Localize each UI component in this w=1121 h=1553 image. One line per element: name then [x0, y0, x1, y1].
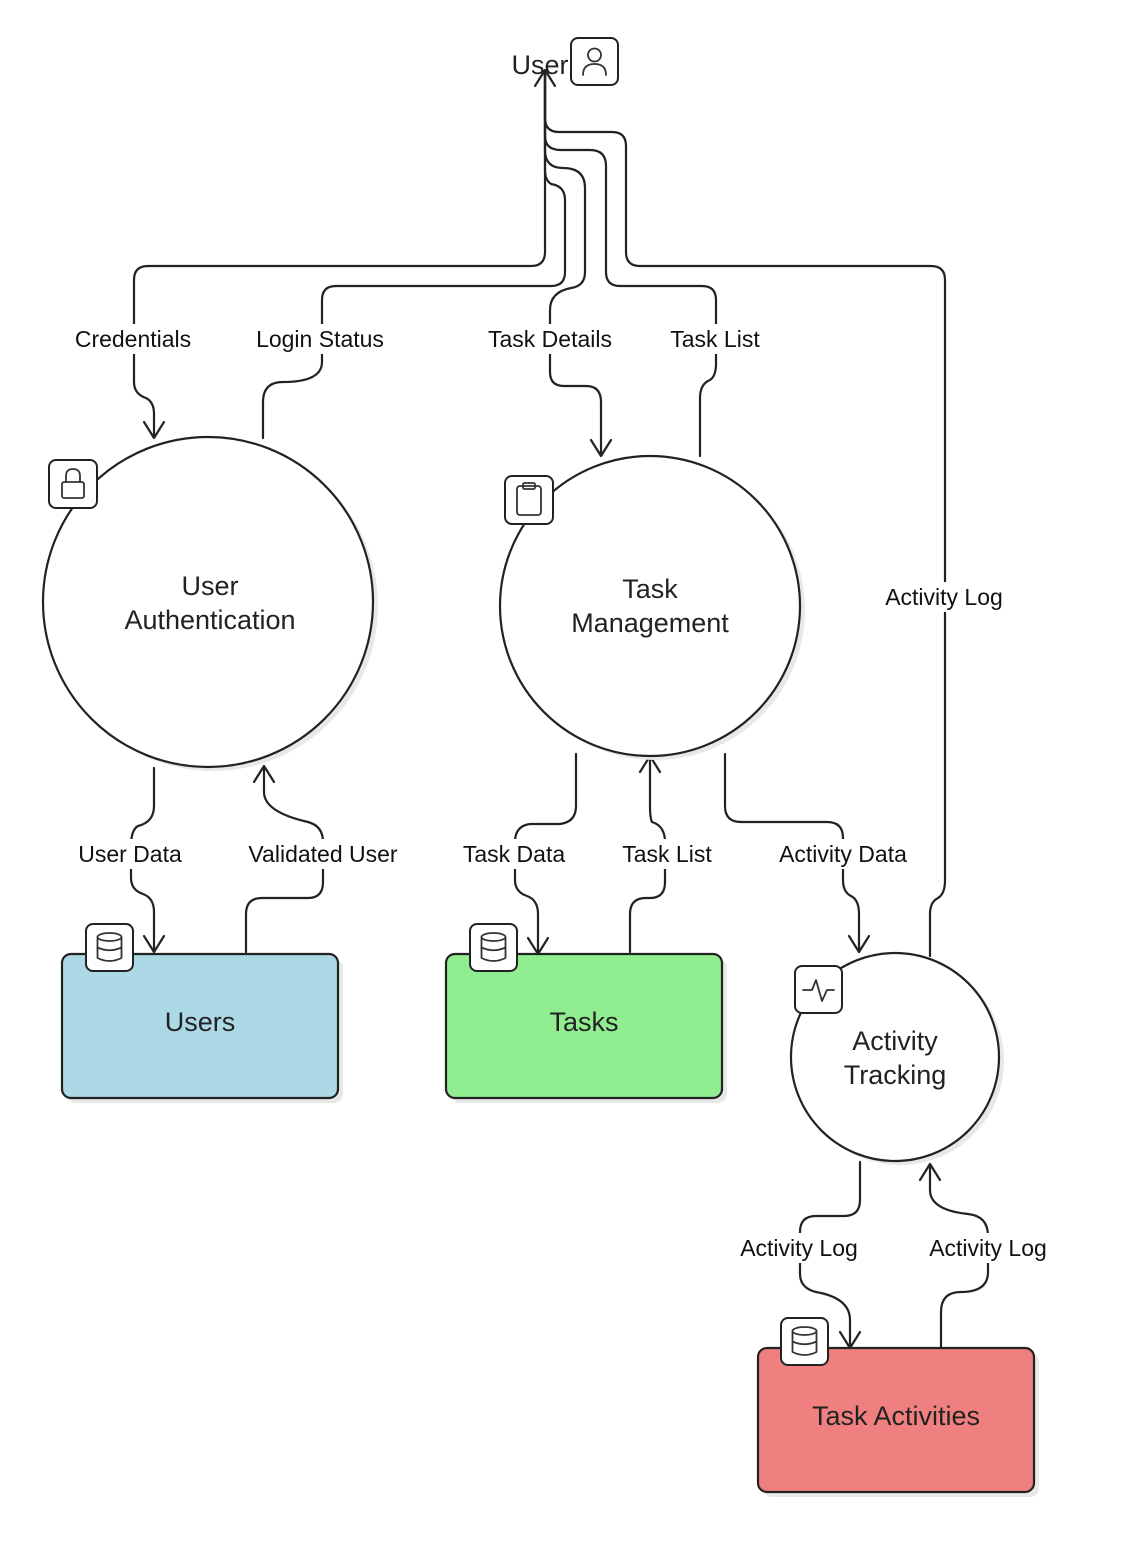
flow-label-activity-log-user: Activity Log	[885, 584, 1003, 610]
edge-activity-data	[723, 752, 861, 952]
process-label-line-1: User	[181, 571, 238, 601]
data-store-label: Users	[165, 1007, 236, 1037]
data-store-users[interactable]: Users	[60, 923, 343, 1103]
flow-label-validated-user: Validated User	[248, 841, 397, 867]
flow-label-activity-log-back: Activity Log	[929, 1235, 1047, 1261]
arrowhead-user-data	[142, 934, 166, 954]
external-entity-user[interactable]: User	[511, 37, 619, 86]
flow-label-task-list-store: Task List	[622, 841, 712, 867]
flow-label-activity-log-store: Activity Log	[740, 1235, 858, 1261]
edge-task-list-store	[628, 754, 667, 954]
process-user-authentication[interactable]: User Authentication	[41, 435, 378, 771]
clipboard-icon	[504, 475, 554, 525]
flow-label-login-status: Login Status	[256, 326, 384, 352]
data-store-tasks[interactable]: Tasks	[444, 923, 727, 1103]
arrowhead-credentials	[142, 420, 166, 440]
process-activity-tracking[interactable]: Activity Tracking	[789, 951, 1004, 1165]
edge-login-status	[261, 70, 567, 440]
process-label-line-1: Activity	[852, 1026, 938, 1056]
edge-activity-log-store	[798, 1160, 862, 1348]
flow-label-task-list-user: Task List	[670, 326, 760, 352]
arrowhead-user	[533, 68, 557, 88]
edge-task-list-user	[543, 70, 718, 458]
flow-label-task-data: Task Data	[463, 841, 565, 867]
process-label-line-2: Management	[571, 608, 729, 638]
lock-icon	[48, 459, 98, 509]
database-icon	[85, 923, 134, 972]
edge-validated-user	[244, 766, 325, 954]
data-store-task-activities[interactable]: Task Activities	[756, 1317, 1039, 1497]
arrowhead-task-details	[589, 438, 613, 458]
edge-credentials	[132, 70, 547, 438]
flow-label-credentials: Credentials	[75, 326, 191, 352]
arrowhead-validated-user	[252, 764, 276, 784]
database-icon	[780, 1317, 829, 1366]
data-store-label: Tasks	[549, 1007, 618, 1037]
process-label-line-1: Task	[622, 574, 678, 604]
arrowhead-activity-data	[847, 934, 871, 954]
flow-label-activity-data: Activity Data	[779, 841, 907, 867]
external-entity-label: User	[511, 50, 568, 80]
arrowhead-activity-log-back	[918, 1162, 942, 1182]
process-label-line-2: Authentication	[124, 605, 295, 635]
user-icon	[570, 37, 619, 86]
activity-icon	[794, 965, 843, 1014]
flow-labels: Credentials Login Status Task Details Ta…	[64, 324, 1058, 1263]
edge-task-details	[543, 70, 603, 456]
flow-label-task-details: Task Details	[488, 326, 612, 352]
process-task-management[interactable]: Task Management	[498, 454, 805, 760]
data-store-label: Task Activities	[812, 1401, 980, 1431]
process-label-line-2: Tracking	[844, 1060, 947, 1090]
database-icon	[469, 923, 518, 972]
flow-label-user-data: User Data	[78, 841, 182, 867]
edge-activity-log-user	[543, 70, 947, 958]
